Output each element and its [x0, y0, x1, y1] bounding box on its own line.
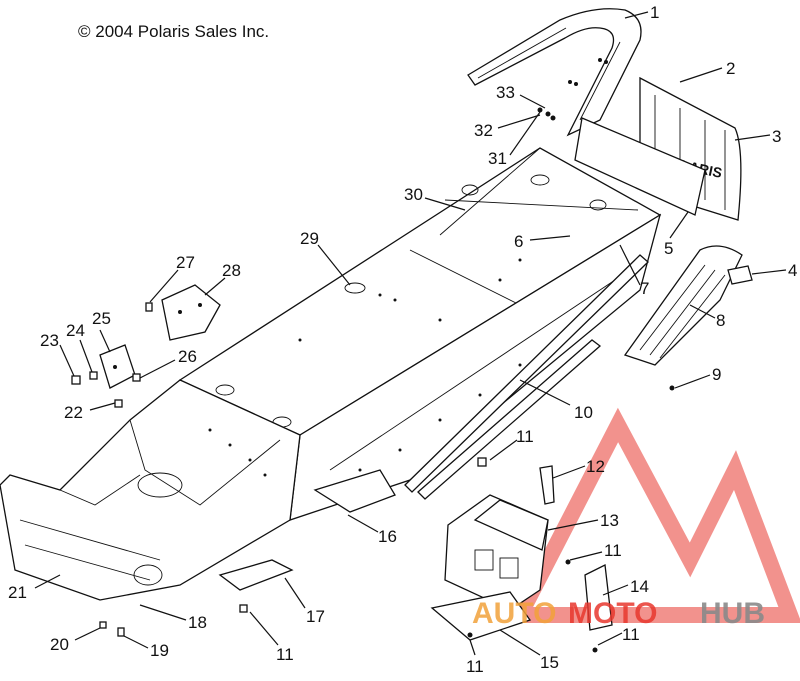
callout-24: 24	[66, 321, 85, 340]
part-28-bracket	[161, 284, 221, 341]
callout-11-c: 11	[622, 625, 640, 644]
part-13-rear-bracket	[473, 499, 549, 551]
hardware-small	[99, 385, 675, 653]
callout-6: 6	[514, 232, 523, 251]
callout-30: 30	[404, 185, 423, 204]
callout-20: 20	[50, 635, 69, 654]
watermark-triangle-icon	[506, 407, 800, 623]
callout-13: 13	[600, 511, 619, 530]
callout-33: 33	[496, 83, 515, 102]
callout-23: 23	[40, 331, 59, 350]
callout-5: 5	[664, 239, 673, 258]
callout-7: 7	[640, 279, 649, 298]
callout-12: 12	[586, 457, 605, 476]
copyright-notice: © 2004 Polaris Sales Inc.	[78, 22, 270, 41]
callout-19: 19	[150, 641, 169, 660]
callout-labels: 1 2 3 4 5 6 7 8 9 10 11 12 13 11 14 15 1…	[8, 3, 797, 676]
hardware-31-33	[537, 107, 556, 121]
part-16-bracket	[313, 469, 396, 513]
callout-31: 31	[488, 149, 507, 168]
part-8-running-board	[623, 245, 743, 366]
callout-11-e: 11	[276, 645, 294, 664]
callout-27: 27	[176, 253, 195, 272]
callout-21: 21	[8, 583, 27, 602]
callout-11-b: 11	[604, 541, 622, 560]
callout-9: 9	[712, 365, 721, 384]
watermark-text-auto: AUTO	[472, 597, 556, 630]
part-14-plate	[584, 564, 613, 631]
part-17-skid-plate	[218, 559, 294, 591]
callout-28: 28	[222, 261, 241, 280]
part-10-trim-strip	[417, 339, 602, 500]
callout-15: 15	[540, 653, 559, 672]
callout-16: 16	[378, 527, 397, 546]
callout-2: 2	[726, 59, 735, 78]
callout-26: 26	[178, 347, 197, 366]
watermark-logo	[506, 407, 800, 623]
part-25-bracket	[99, 344, 136, 389]
callout-32: 32	[474, 121, 493, 140]
callout-1: 1	[650, 3, 659, 22]
callout-10: 10	[574, 403, 593, 422]
callout-3: 3	[772, 127, 781, 146]
callout-29: 29	[300, 229, 319, 248]
callout-11-a: 11	[516, 427, 534, 446]
part-4-decal	[727, 265, 753, 285]
part-5-mud-flap-plate	[574, 117, 706, 216]
callout-25: 25	[92, 309, 111, 328]
callout-22: 22	[64, 403, 83, 422]
watermark-wordmark: AUTO MOTO HUB	[472, 597, 765, 630]
front-bulkhead	[0, 379, 301, 601]
callout-8: 8	[716, 311, 725, 330]
part-15-lower-bracket	[430, 591, 532, 641]
part-12-clip	[539, 465, 555, 505]
callout-14: 14	[630, 577, 649, 596]
callout-17: 17	[306, 607, 325, 626]
callout-18: 18	[188, 613, 207, 632]
watermark-text-moto: MOTO	[568, 597, 657, 630]
callout-4: 4	[788, 261, 797, 280]
callout-11-d: 11	[466, 657, 484, 676]
part-7-side-rail	[404, 254, 649, 493]
leader-lines	[34, 11, 787, 656]
watermark-text-hub: HUB	[700, 597, 765, 630]
